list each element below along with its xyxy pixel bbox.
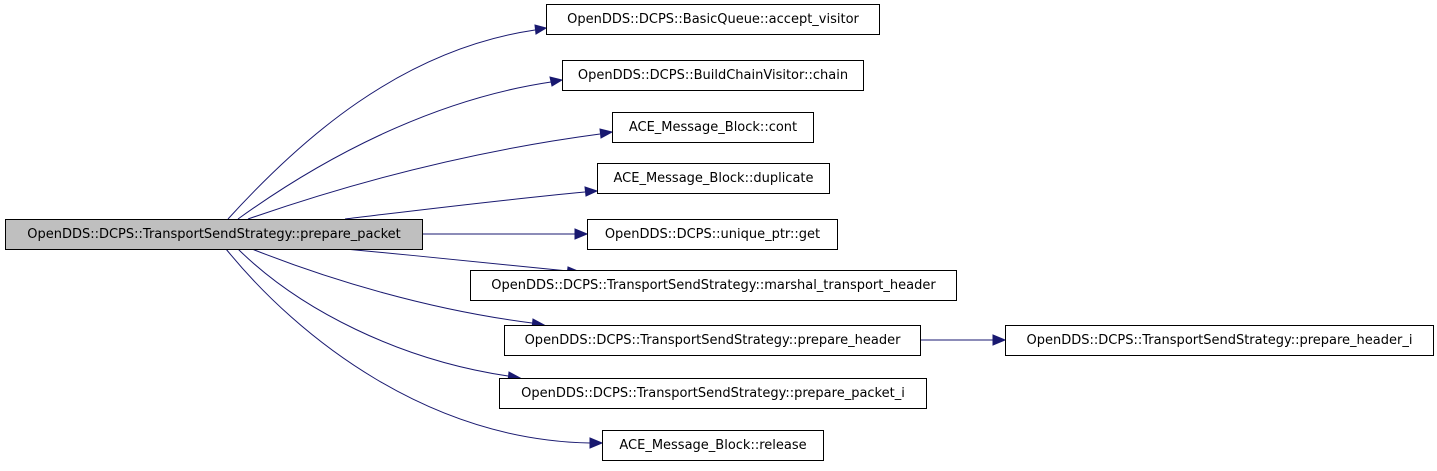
edge-to-cont-arrowhead bbox=[599, 128, 614, 139]
edge-to-chain bbox=[237, 81, 552, 220]
node-duplicate[interactable]: ACE_Message_Block::duplicate bbox=[597, 163, 830, 194]
edge-to-prepare-packet-i bbox=[237, 248, 509, 377]
node-chain[interactable]: OpenDDS::DCPS::BuildChainVisitor::chain bbox=[562, 60, 864, 91]
node-release[interactable]: ACE_Message_Block::release bbox=[602, 430, 824, 461]
edge-to-marshal-transport-header bbox=[344, 248, 569, 272]
node-cont[interactable]: ACE_Message_Block::cont bbox=[612, 112, 814, 143]
edge-to-accept-visitor-arrowhead bbox=[534, 24, 548, 35]
edge-to-cont bbox=[247, 133, 601, 220]
edge-to-release bbox=[225, 248, 591, 444]
edge-to-get-arrowhead bbox=[574, 228, 589, 240]
node-marshal-transport-header[interactable]: OpenDDS::DCPS::TransportSendStrategy::ma… bbox=[470, 270, 957, 301]
edge-to-prepare-header-i-arrowhead bbox=[992, 334, 1007, 346]
edge-to-accept-visitor bbox=[227, 29, 536, 220]
node-get[interactable]: OpenDDS::DCPS::unique_ptr::get bbox=[587, 219, 838, 250]
edge-to-chain-arrowhead bbox=[549, 76, 564, 87]
edge-to-prepare-header bbox=[251, 248, 533, 324]
edge-to-duplicate-arrowhead bbox=[584, 186, 599, 197]
edge-to-release-arrowhead bbox=[589, 437, 604, 449]
root-node-prepare-packet: OpenDDS::DCPS::TransportSendStrategy::pr… bbox=[5, 219, 423, 250]
node-prepare-header[interactable]: OpenDDS::DCPS::TransportSendStrategy::pr… bbox=[504, 325, 921, 356]
node-prepare-packet-i[interactable]: OpenDDS::DCPS::TransportSendStrategy::pr… bbox=[499, 378, 927, 409]
edge-to-duplicate bbox=[344, 191, 586, 220]
node-accept-visitor[interactable]: OpenDDS::DCPS::BasicQueue::accept_visito… bbox=[546, 4, 880, 35]
node-prepare-header-i[interactable]: OpenDDS::DCPS::TransportSendStrategy::pr… bbox=[1005, 325, 1434, 356]
